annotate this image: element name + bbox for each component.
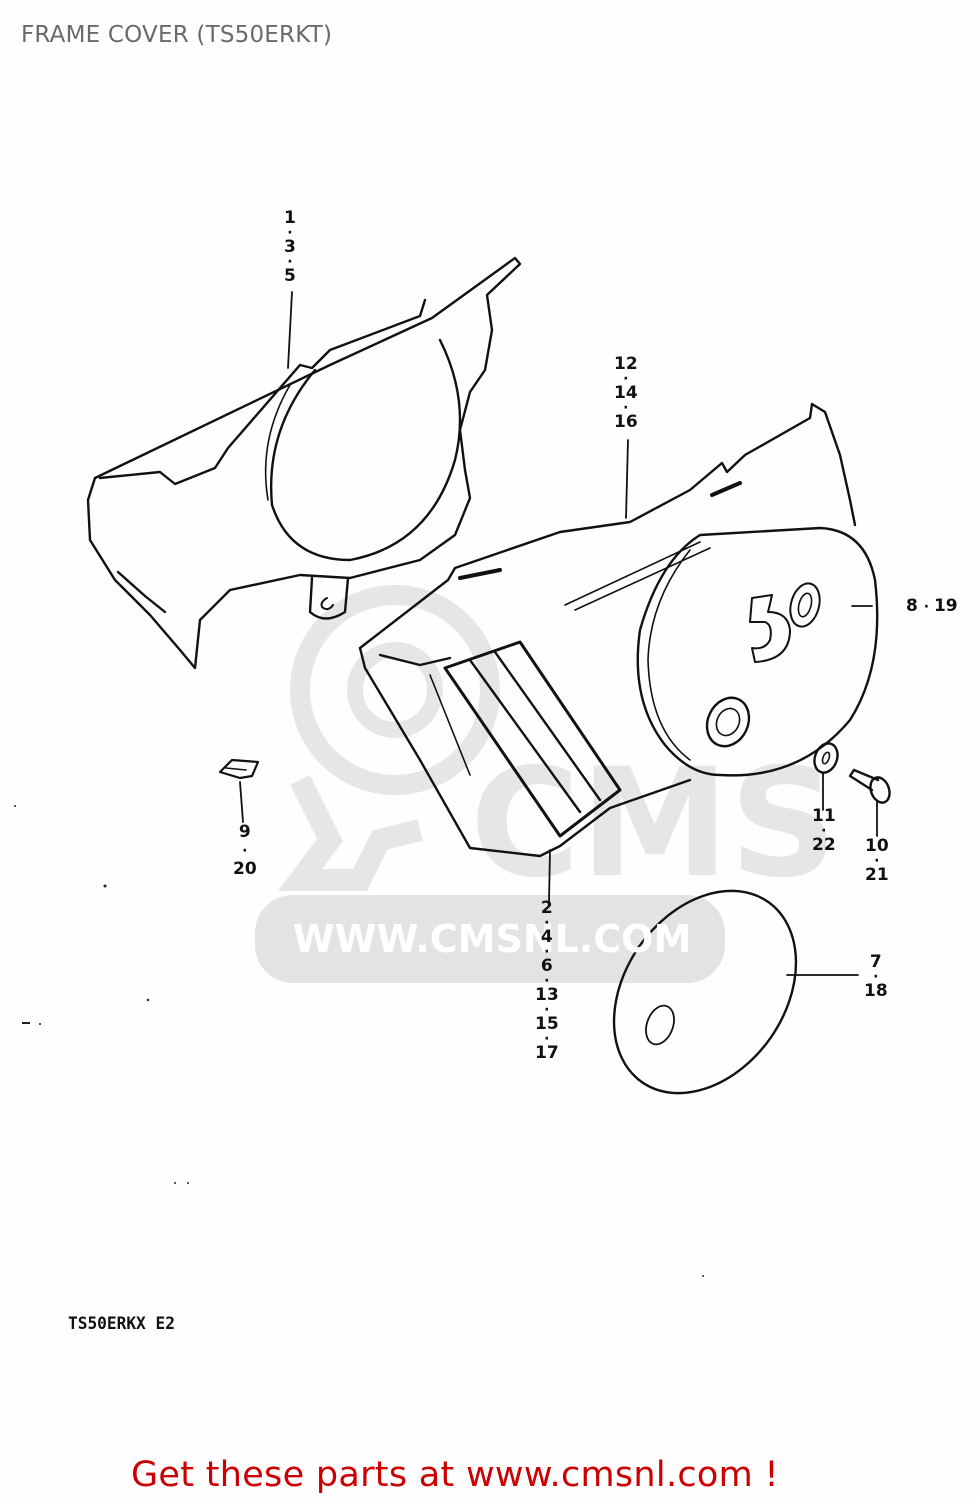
dot-separator: · — [623, 371, 629, 387]
dot-separator: · — [821, 823, 827, 839]
callout-12-14-16[interactable]: 12 · 14 · 16 — [614, 354, 638, 432]
dot-separator: · — [544, 973, 550, 989]
callout-11-22[interactable]: 11 · 22 — [812, 806, 836, 855]
svg-text:CMS: CMS — [470, 737, 837, 911]
callout-7-18[interactable]: 7 · 18 — [864, 952, 888, 1001]
dot-separator: · — [544, 1031, 550, 1047]
watermark-url: WWW.CMSNL.COM — [292, 917, 692, 961]
model-code: TS50ERKX E2 — [68, 1314, 175, 1334]
callout-8-19[interactable]: 8 · 19 — [906, 596, 958, 616]
dot-separator: · — [544, 1002, 550, 1018]
dot-separator: · — [287, 225, 293, 241]
dot-separator: · — [287, 254, 293, 270]
dot-separator: · — [923, 599, 934, 615]
watermark-logo: CMS — [255, 585, 837, 983]
page-title: FRAME COVER (TS50ERKT) — [21, 22, 333, 48]
dot-separator: · — [873, 969, 879, 985]
callout-1-3-5[interactable]: 1 · 3 · 5 — [284, 208, 296, 286]
dot-separator: · — [623, 400, 629, 416]
callout-10-21[interactable]: 10 · 21 — [865, 836, 889, 885]
dot-separator: · — [544, 915, 550, 931]
callout-2-4-6-13-15-17[interactable]: 2 · 4 · 6 · 13 · 15 · 17 — [535, 898, 559, 1063]
dot-separator: · — [874, 853, 880, 869]
dot-separator: · — [242, 843, 248, 859]
dot-separator: · — [544, 944, 550, 960]
callout-9-20[interactable]: 9 · 20 — [233, 822, 257, 879]
footer-shop-link[interactable]: Get these parts at www.cmsnl.com ! — [131, 1455, 779, 1495]
